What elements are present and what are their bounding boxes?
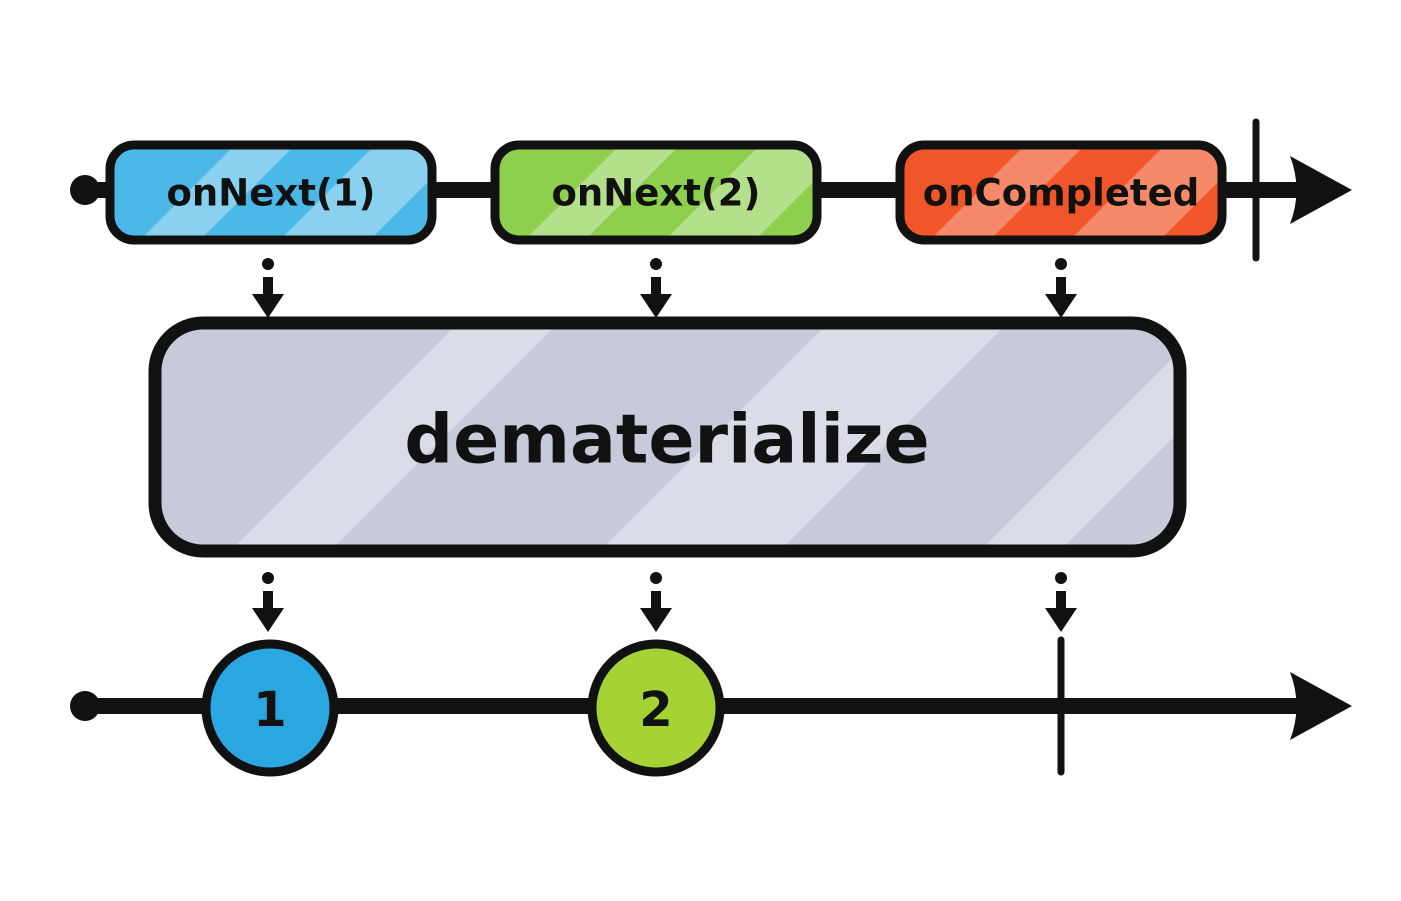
flow-arrowhead-icon (1045, 294, 1077, 318)
flow-arrow-dot (1055, 572, 1067, 584)
marble-1-border (201, 639, 339, 777)
output-flow-arrow-2 (640, 572, 672, 632)
flow-arrow-dash (1056, 591, 1066, 610)
marble-1-label: 1 (253, 682, 286, 738)
operator-box: dematerialize (148, 316, 1187, 558)
flow-arrowhead-icon (1045, 608, 1077, 632)
flow-arrow-dot (262, 258, 274, 270)
source-timeline-start-cap (70, 175, 100, 205)
flow-arrow-dash (1056, 277, 1066, 296)
event-pill-oncompleted: onCompleted (895, 140, 1227, 245)
flow-arrow-dot (262, 572, 274, 584)
flow-arrowhead-icon (252, 608, 284, 632)
operator-label: dematerialize (404, 401, 929, 480)
output-timeline-arrowhead-icon (1290, 672, 1352, 740)
marble-1-circle (206, 644, 334, 772)
event-pill-onnext2: onNext(2) (490, 140, 822, 245)
marble-2-circle (592, 644, 720, 772)
operator-box-bg (155, 323, 1180, 551)
operator-box-border (148, 316, 1187, 558)
marble-1: 1 (201, 639, 339, 777)
event-pill-onnext2-border (490, 140, 822, 245)
flow-arrowhead-icon (252, 294, 284, 318)
marble-2-label: 2 (639, 682, 672, 738)
output-timeline-start-cap (70, 691, 100, 721)
output-flow-arrow-3 (1045, 572, 1077, 632)
flow-arrowhead-icon (640, 294, 672, 318)
flow-arrow-dot (1055, 258, 1067, 270)
event-pill-onnext2-label: onNext(2) (552, 172, 761, 215)
input-flow-arrow-3 (1045, 258, 1077, 318)
event-pill-onnext1: onNext(1) (105, 140, 437, 245)
output-flow-arrow-1 (252, 572, 284, 632)
event-pill-oncompleted-bg (900, 145, 1222, 240)
marble-2-border (587, 639, 725, 777)
flow-arrow-dash (651, 591, 661, 610)
operator-box-gloss (230, 323, 1180, 551)
event-pill-onnext1-gloss (140, 145, 432, 240)
event-pill-oncompleted-border (895, 140, 1227, 245)
event-pill-onnext1-bg (110, 145, 432, 240)
event-pill-oncompleted-label: onCompleted (923, 172, 1199, 215)
flow-arrow-dash (263, 277, 273, 296)
marble-2: 2 (587, 639, 725, 777)
flow-arrow-dash (263, 591, 273, 610)
flow-arrow-dot (650, 572, 662, 584)
input-flow-arrow-1 (252, 258, 284, 318)
source-timeline-arrowhead-icon (1290, 156, 1352, 224)
flow-arrowhead-icon (640, 608, 672, 632)
event-pill-onnext1-label: onNext(1) (167, 172, 376, 215)
input-flow-arrow-2 (640, 258, 672, 318)
flow-arrow-dot (650, 258, 662, 270)
event-pill-onnext2-bg (495, 145, 817, 240)
flow-arrow-dash (651, 277, 661, 296)
event-pill-onnext2-gloss (525, 145, 817, 240)
event-pill-oncompleted-gloss (930, 145, 1222, 240)
event-pill-onnext1-border (105, 140, 437, 245)
